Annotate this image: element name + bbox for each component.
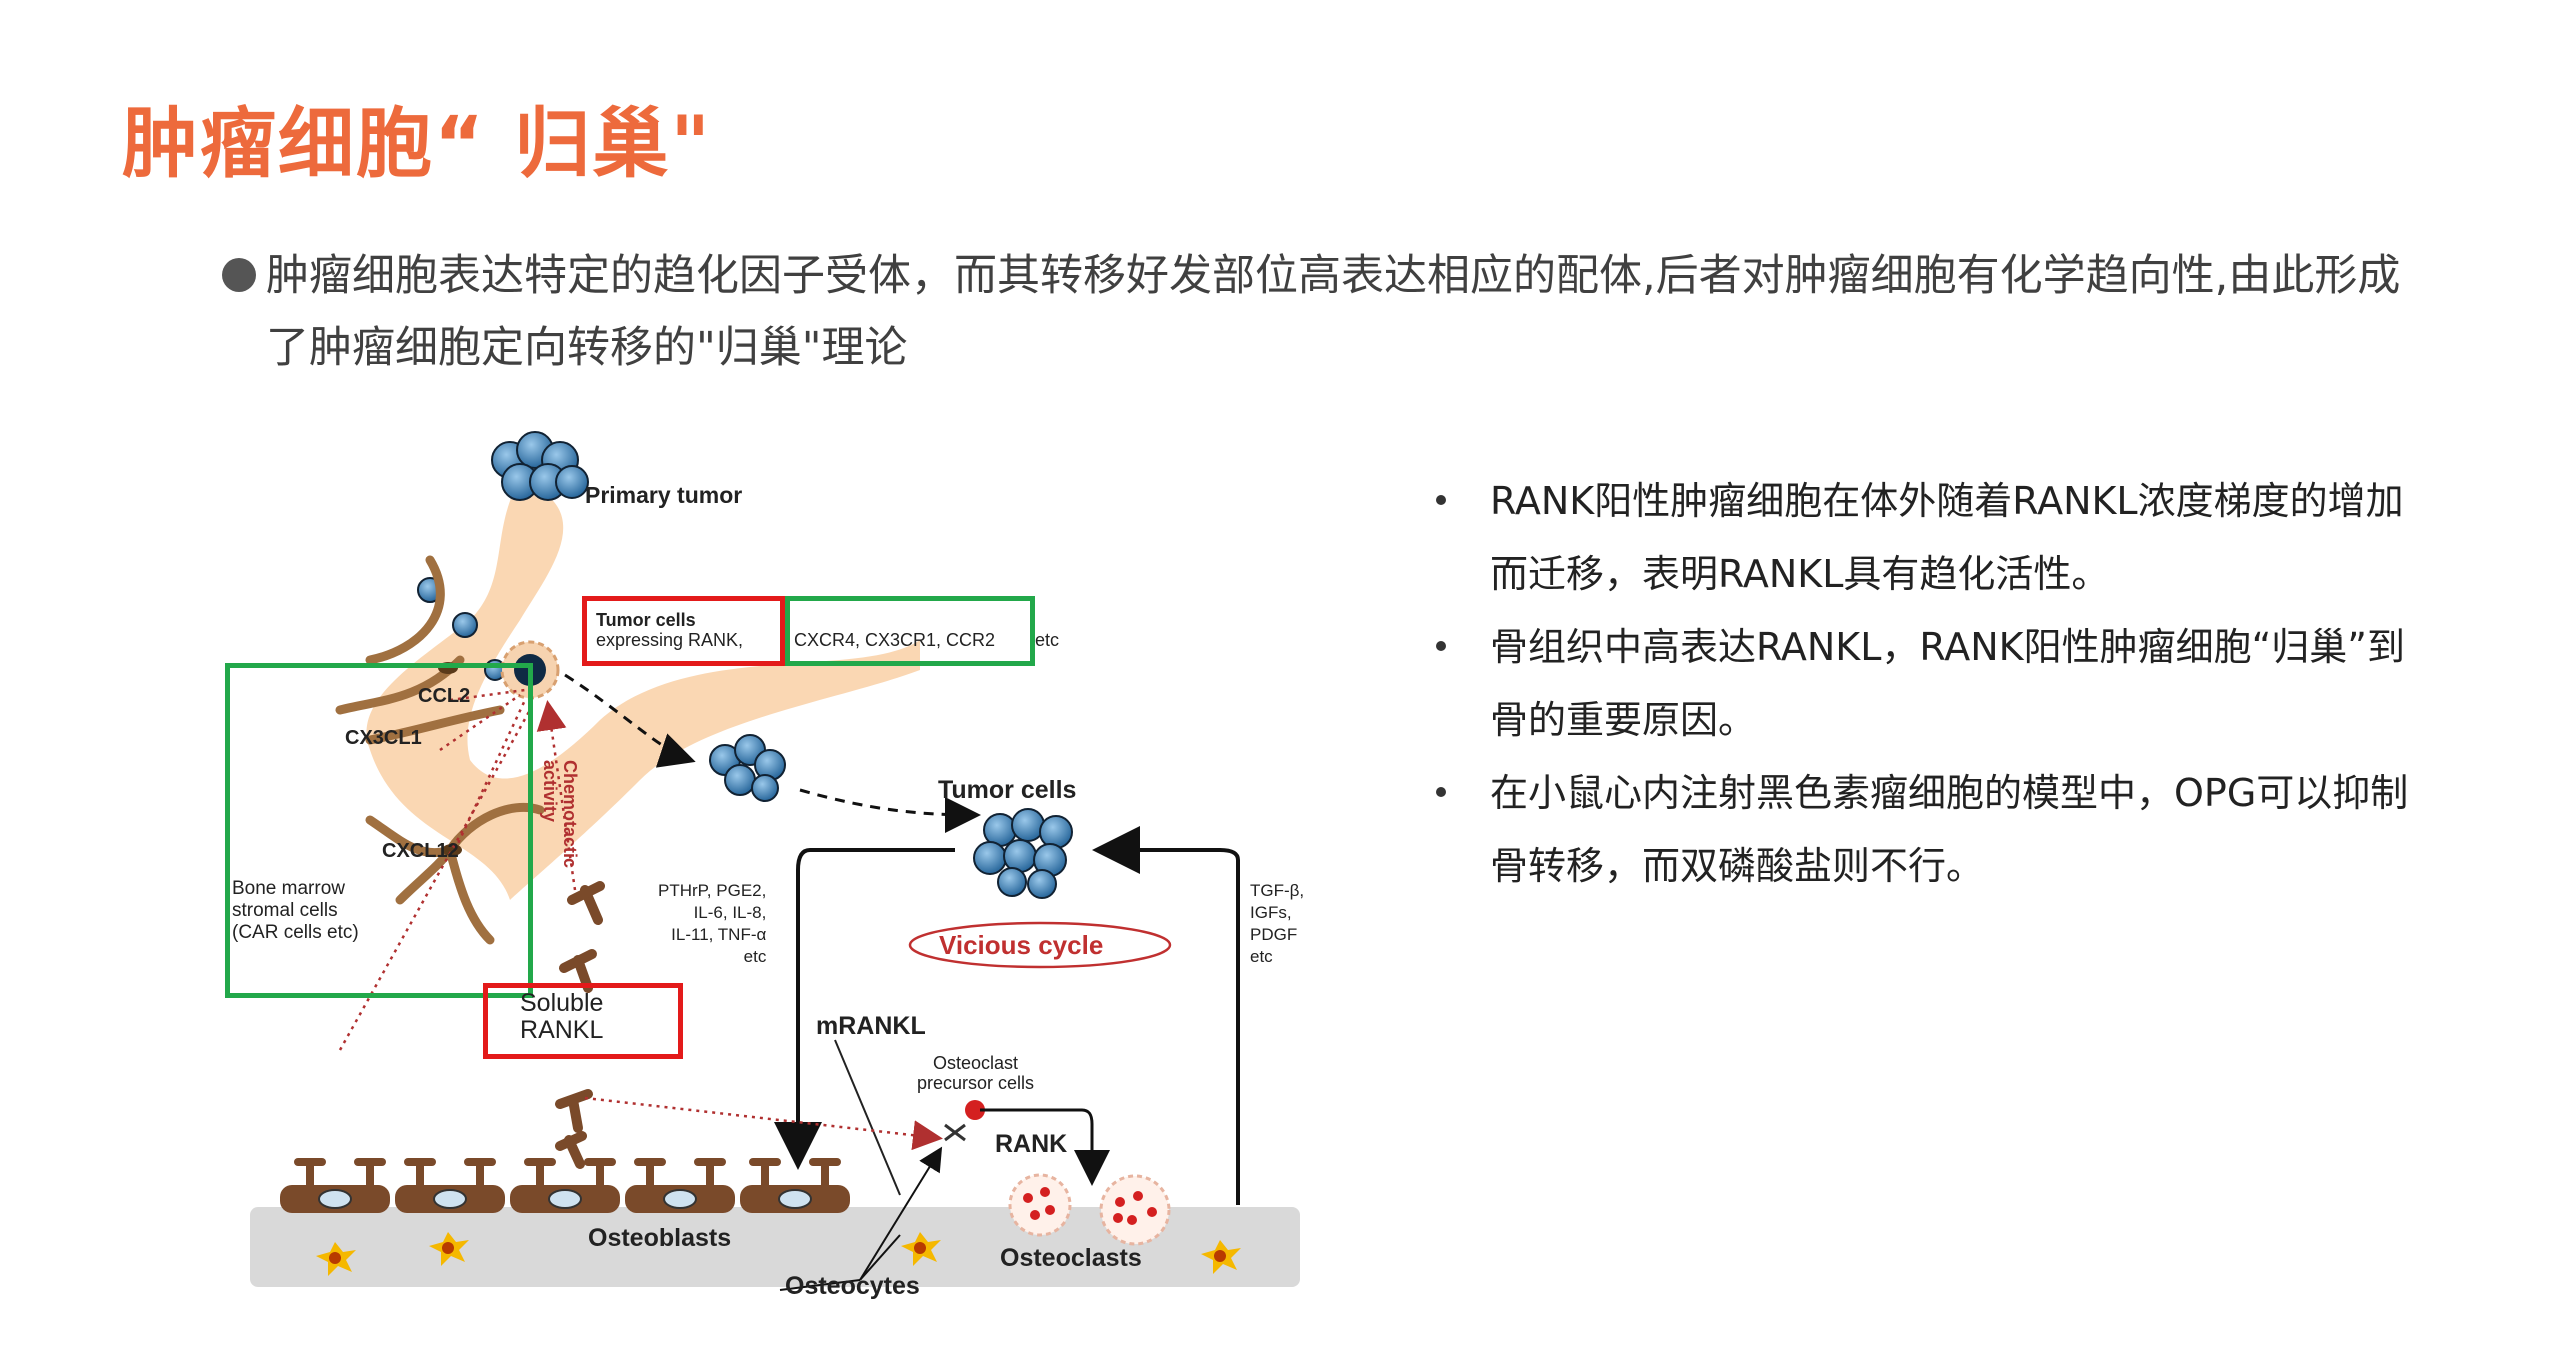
label-cx3cl1: CX3CL1 [345, 727, 422, 749]
receptor-highlight-box [785, 596, 1035, 666]
label-osteoblasts: Osteoblasts [588, 1224, 732, 1252]
label-tumor-cells-expressing: Tumor cells [596, 610, 696, 630]
label-factors-right: TGF-β, IGFs, PDGF etc [1250, 881, 1305, 966]
bullet-dot-icon [222, 258, 256, 292]
page-title: 肿瘤细胞“ 归巢" [122, 99, 713, 188]
soluble-rankl-highlight-box [483, 983, 683, 1059]
stromal-highlight-box [225, 663, 533, 998]
note-text: 骨组织中高表达RANKL，RANK阳性肿瘤细胞“归巢”到骨的重要原因。 [1490, 625, 2405, 742]
label-osteocytes: Osteocytes [785, 1272, 920, 1300]
blood-vessel-shape [366, 480, 920, 900]
note-item: 骨组织中高表达RANKL，RANK阳性肿瘤细胞“归巢”到骨的重要原因。 [1432, 611, 2432, 757]
label-factors-left: PTHrP, PGE2, IL-6, IL-8, IL-11, TNF-α et… [658, 881, 767, 966]
notes-list: RANK阳性肿瘤细胞在体外随着RANKL浓度梯度的增加而迁移，表明RANKL具有… [1432, 465, 2432, 903]
note-text: 在小鼠心内注射黑色素瘤细胞的模型中，OPG可以抑制骨转移，而双磷酸盐则不行。 [1490, 771, 2409, 888]
osteoblast-row [280, 1185, 850, 1213]
primary-tumor-cluster [491, 431, 589, 501]
label-primary-tumor: Primary tumor [585, 482, 743, 508]
label-mrankl: mRANKL [816, 1012, 926, 1040]
tumor-cells-cluster [973, 808, 1073, 899]
diagram-graphics [250, 431, 1300, 1291]
osteoclast-cells [1008, 1173, 1171, 1246]
note-item: RANK阳性肿瘤细胞在体外随着RANKL浓度梯度的增加而迁移，表明RANKL具有… [1432, 465, 2432, 611]
label-osteoclasts: Osteoclasts [1000, 1244, 1142, 1272]
label-expressing-rank: expressing RANK, [596, 630, 744, 650]
label-rank: RANK [995, 1130, 1068, 1158]
label-ccl2: CCL2 [418, 685, 471, 707]
note-text: RANK阳性肿瘤细胞在体外随着RANKL浓度梯度的增加而迁移，表明RANKL具有… [1490, 479, 2404, 596]
label-chemotactic-activity: Chemotactic activity [540, 760, 580, 869]
tumor-rank-highlight-box [582, 596, 785, 666]
bone-metastasis-diagram: Primary tumor Tumor cells expressing RAN… [220, 420, 1330, 1320]
label-tumor-cells: Tumor cells [938, 776, 1077, 804]
label-receptors-etc: etc [1035, 630, 1060, 650]
bullet-icon [1436, 787, 1446, 797]
note-item: 在小鼠心内注射黑色素瘤细胞的模型中，OPG可以抑制骨转移，而双磷酸盐则不行。 [1432, 757, 2432, 903]
label-vicious-cycle: Vicious cycle [939, 930, 1104, 960]
lead-text: 肿瘤细胞表达特定的趋化因子受体，而其转移好发部位高表达相应的配体,后者对肿瘤细胞… [266, 251, 2401, 373]
bullet-icon [1436, 495, 1446, 505]
label-cxcl12: CXCL12 [382, 840, 459, 862]
bullet-icon [1436, 641, 1446, 651]
label-soluble-rankl: Soluble RANKL [520, 989, 604, 1044]
label-receptors: CXCR4, CX3CR1, CCR2 [794, 630, 996, 650]
label-precursor-cells: Osteoclast precursor cells [917, 1053, 1035, 1093]
label-stromal-cells: Bone marrow stromal cells (CAR cells etc… [232, 878, 359, 943]
